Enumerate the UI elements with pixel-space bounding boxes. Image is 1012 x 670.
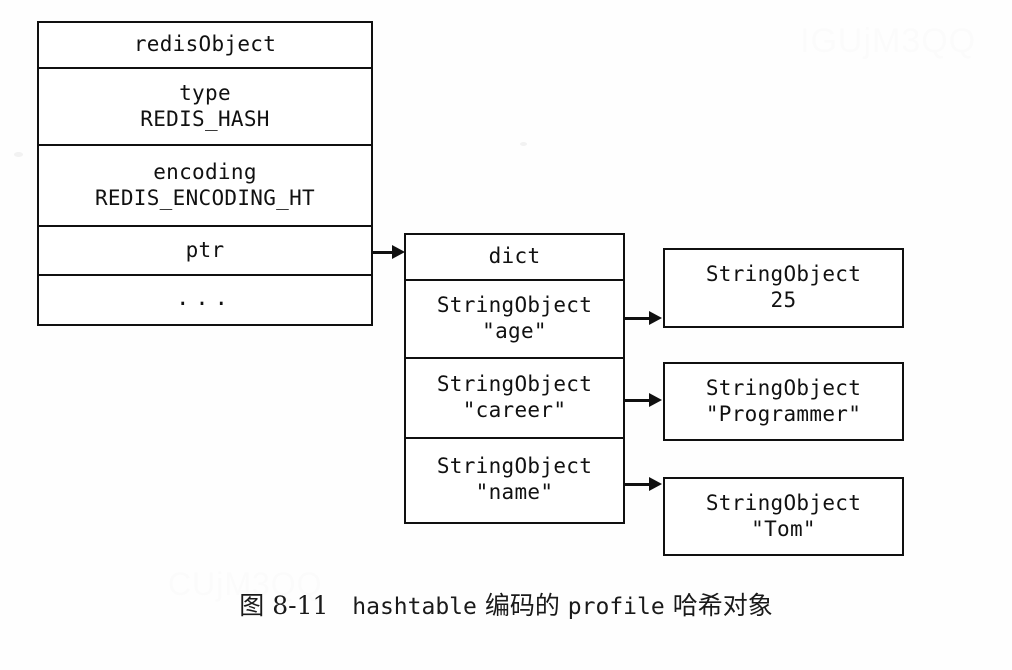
caption-space-3 <box>560 591 568 620</box>
redis-object-row-type: type REDIS_HASH <box>39 67 371 144</box>
connector-line <box>625 317 651 320</box>
caption-encoding-name: hashtable <box>352 594 477 620</box>
dict-entry-career: StringObject "career" <box>406 357 623 437</box>
dict-entry-age-key: "age" <box>482 319 547 343</box>
figure-caption: 图 8-11 hashtable 编码的 profile 哈希对象 <box>0 586 1012 622</box>
value-career-value: "Programmer" <box>705 401 862 426</box>
redis-object-box: redisObject type REDIS_HASH encoding RED… <box>37 21 373 326</box>
connector-line <box>625 483 651 486</box>
caption-suffix-text: 哈希对象 <box>672 591 773 620</box>
ptr-field-label: ptr <box>185 237 225 262</box>
value-box-name: StringObject "Tom" <box>663 477 904 556</box>
dict-entry-age-type: StringObject <box>436 293 593 318</box>
dict-box: dict StringObject "age" StringObject "ca… <box>404 233 625 524</box>
arrow-head-icon <box>649 477 662 491</box>
dict-entry-career-type: StringObject <box>436 372 593 397</box>
arrow-head-icon <box>392 245 405 259</box>
encoding-field-value: REDIS_ENCODING_HT <box>94 185 316 210</box>
caption-object-name: profile <box>567 594 665 620</box>
caption-middle-text: 编码的 <box>484 591 560 620</box>
caption-space-2 <box>477 591 485 620</box>
value-age-content: StringObject 25 <box>665 250 902 326</box>
redis-object-row-ptr: ptr <box>39 225 371 274</box>
value-name-content: StringObject "Tom" <box>665 479 902 554</box>
scan-speck-left <box>14 152 23 157</box>
dict-entry-career-key: "career" <box>462 398 567 422</box>
watermark-bottom: CUjM3QQ <box>168 566 323 602</box>
value-box-career: StringObject "Programmer" <box>663 362 904 441</box>
type-field-value: REDIS_HASH <box>140 106 270 131</box>
dict-entry-name-type: StringObject <box>436 453 593 478</box>
value-age-type: StringObject <box>705 262 862 287</box>
scan-speck-middle <box>520 142 527 146</box>
dict-entry-name-key: "name" <box>475 479 554 504</box>
type-field-label: type <box>179 80 231 105</box>
redis-object-row-ellipsis: ... <box>39 274 371 323</box>
watermark-top: IGUjM3QQ <box>800 22 977 60</box>
encoding-field-label: encoding <box>153 159 257 184</box>
connector-line <box>373 251 395 254</box>
dict-entry-name: StringObject "name" <box>406 437 623 520</box>
arrow-head-icon <box>649 311 662 325</box>
arrow-head-icon <box>649 393 662 407</box>
value-age-value: 25 <box>770 288 797 312</box>
dict-title-label: dict <box>488 244 541 269</box>
redis-object-title-label: redisObject <box>133 32 277 57</box>
redis-object-row-encoding: encoding REDIS_ENCODING_HT <box>39 144 371 225</box>
connector-line <box>625 399 651 402</box>
caption-space-4 <box>665 591 673 620</box>
dict-title: dict <box>406 235 623 279</box>
value-career-type: StringObject <box>705 375 862 400</box>
redis-object-title: redisObject <box>39 23 371 67</box>
caption-figure-number: 图 8-11 <box>239 591 329 620</box>
caption-space-1 <box>328 591 352 620</box>
dict-entry-age: StringObject "age" <box>406 279 623 357</box>
value-box-age: StringObject 25 <box>663 248 904 328</box>
ellipsis-label: ... <box>176 286 234 312</box>
value-name-type: StringObject <box>705 490 862 515</box>
value-career-content: StringObject "Programmer" <box>665 364 902 439</box>
value-name-value: "Tom" <box>751 516 816 541</box>
